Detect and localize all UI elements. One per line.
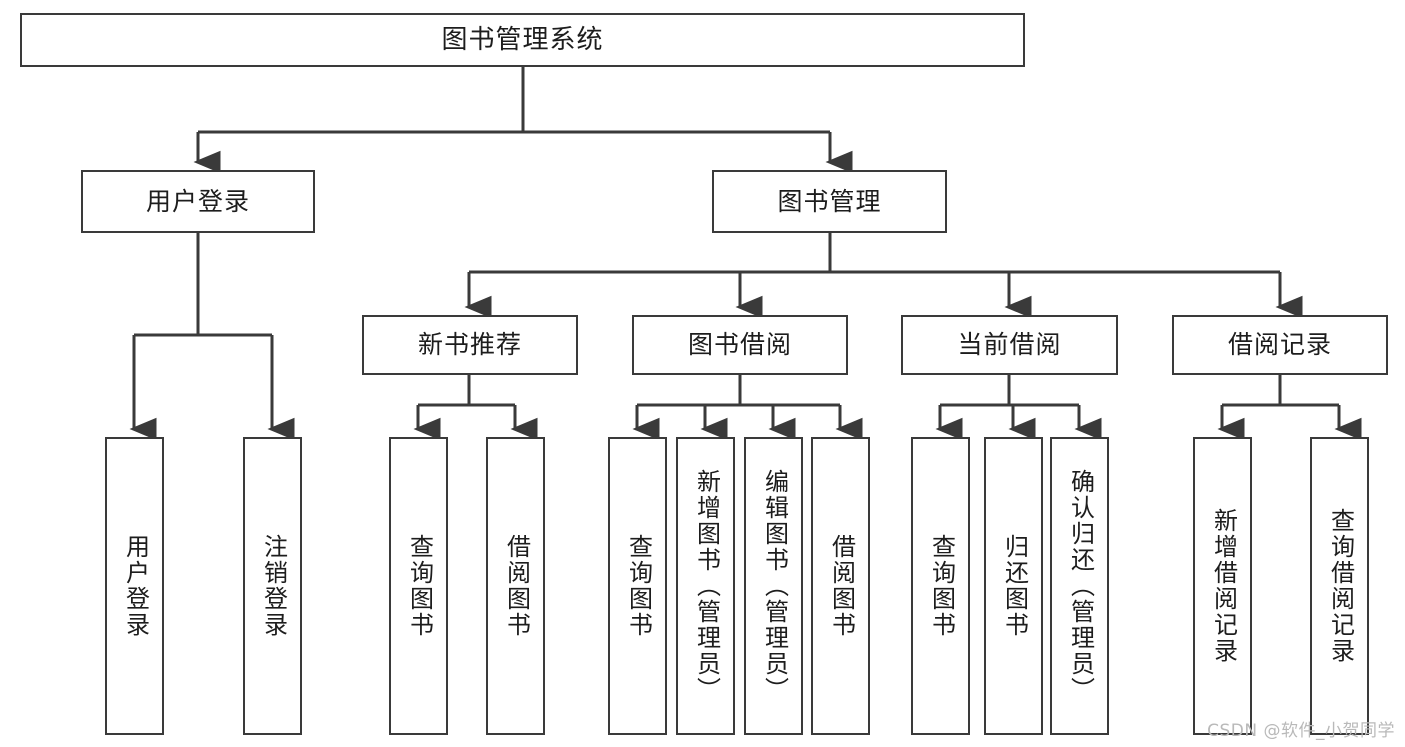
node-leaf-add-book[interactable]: 新增图书（管理员）: [676, 437, 735, 735]
node-root[interactable]: 图书管理系统: [20, 13, 1025, 67]
node-current-borrow[interactable]: 当前借阅: [901, 315, 1118, 375]
leaf-label: 归还图书: [1000, 534, 1029, 638]
leaf-label: 编辑图书（管理员）: [760, 469, 789, 703]
node-book-management[interactable]: 图书管理: [712, 170, 947, 233]
node-leaf-confirm-return[interactable]: 确认归还（管理员）: [1050, 437, 1109, 735]
node-leaf-borrow-book-2[interactable]: 借阅图书: [811, 437, 870, 735]
node-user-login[interactable]: 用户登录: [81, 170, 315, 233]
node-leaf-add-record[interactable]: 新增借阅记录: [1193, 437, 1252, 735]
node-leaf-borrow-book-1[interactable]: 借阅图书: [486, 437, 545, 735]
watermark: CSDN @软件_小贺同学: [1207, 721, 1395, 741]
node-book-borrow[interactable]: 图书借阅: [632, 315, 848, 375]
leaf-label: 用户登录: [121, 534, 150, 638]
leaf-label: 新增图书（管理员）: [692, 469, 721, 703]
node-leaf-query-book-2[interactable]: 查询图书: [608, 437, 667, 735]
leaf-label: 查询图书: [927, 534, 956, 638]
leaf-label: 新增借阅记录: [1209, 508, 1238, 664]
node-leaf-user-logout[interactable]: 注销登录: [243, 437, 302, 735]
leaf-label: 确认归还（管理员）: [1066, 469, 1095, 703]
node-leaf-user-login[interactable]: 用户登录: [105, 437, 164, 735]
leaf-label: 借阅图书: [502, 534, 531, 638]
node-leaf-query-record[interactable]: 查询借阅记录: [1310, 437, 1369, 735]
node-borrow-record[interactable]: 借阅记录: [1172, 315, 1388, 375]
node-leaf-edit-book[interactable]: 编辑图书（管理员）: [744, 437, 803, 735]
leaf-label: 查询图书: [405, 534, 434, 638]
leaf-label: 查询图书: [624, 534, 653, 638]
leaf-label: 注销登录: [259, 534, 288, 638]
leaf-label: 借阅图书: [827, 534, 856, 638]
node-leaf-query-book-3[interactable]: 查询图书: [911, 437, 970, 735]
node-leaf-return-book[interactable]: 归还图书: [984, 437, 1043, 735]
leaf-label: 查询借阅记录: [1326, 508, 1355, 664]
node-leaf-query-book-1[interactable]: 查询图书: [389, 437, 448, 735]
node-new-book-recommend[interactable]: 新书推荐: [362, 315, 578, 375]
